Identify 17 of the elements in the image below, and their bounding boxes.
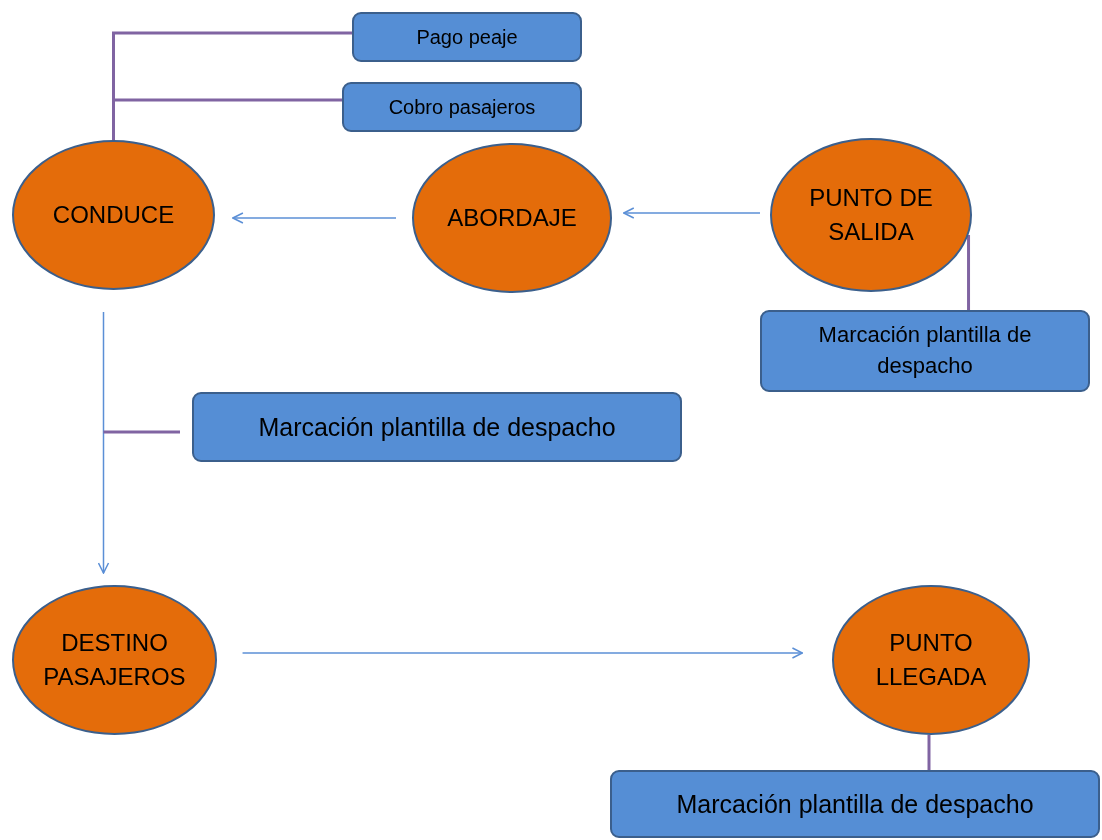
arrow xyxy=(232,212,397,224)
arrow xyxy=(97,311,110,574)
connector-line xyxy=(103,430,180,434)
connector-line xyxy=(112,98,342,140)
process-ellipse: DESTINO PASAJEROS xyxy=(12,585,217,735)
text-box: Cobro pasajeros xyxy=(342,82,582,132)
arrow xyxy=(241,647,804,659)
process-ellipse: ABORDAJE xyxy=(412,143,612,293)
connector-line xyxy=(927,735,931,770)
text-box: Marcación plantilla de despacho xyxy=(192,392,682,462)
arrow xyxy=(623,207,761,219)
text-box: Pago peaje xyxy=(352,12,582,62)
text-box: Marcación plantilla de despacho xyxy=(760,310,1090,392)
process-ellipse: PUNTO LLEGADA xyxy=(832,585,1030,735)
process-ellipse: PUNTO DE SALIDA xyxy=(770,138,972,292)
process-ellipse: CONDUCE xyxy=(12,140,215,290)
text-box: Marcación plantilla de despacho xyxy=(610,770,1100,838)
